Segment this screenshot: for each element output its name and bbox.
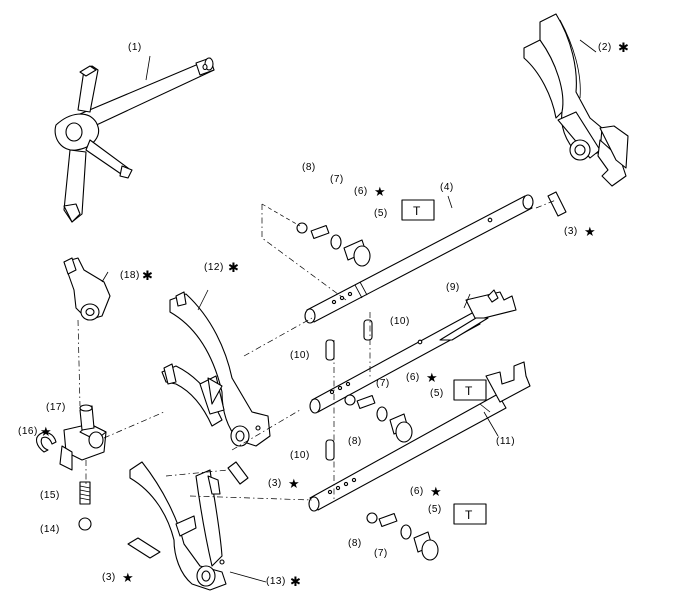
callout-3b: (3): [268, 478, 282, 489]
callout-12: (12): [204, 262, 224, 273]
detent-set-middle: [344, 394, 413, 443]
callout-4: (4): [440, 182, 454, 193]
callout-18-mark: ✱: [142, 268, 153, 283]
callout-11: (11): [496, 436, 515, 447]
callout-labels: (1) (2) ✱ (3) ★ (3) ★ (3) ★ (4) (5) (5) …: [18, 40, 629, 589]
callout-10a: (10): [390, 316, 410, 327]
callout-16-mark: ★: [40, 424, 52, 439]
callout-3a: (3): [564, 226, 578, 237]
callout-13: (13): [266, 576, 286, 587]
callout-5a: (5): [374, 208, 388, 219]
callout-13-mark: ✱: [290, 574, 301, 589]
callout-14: (14): [40, 524, 60, 535]
torque-box-2-label: T: [465, 384, 473, 398]
callout-7b: (7): [376, 378, 390, 389]
callout-7a: (7): [330, 174, 344, 185]
part-18-lever: [63, 257, 111, 321]
assembly-lines: [77, 199, 557, 501]
part-3-pin-lower: [127, 537, 161, 559]
callout-10c: (10): [290, 450, 310, 461]
part-16-snap-ring: [35, 431, 57, 453]
callout-8a: (8): [302, 162, 316, 173]
part-17-block: [59, 404, 107, 471]
torque-box-3-label: T: [465, 508, 473, 522]
callout-6c: (6): [410, 486, 424, 497]
callout-8b: (8): [348, 436, 362, 447]
callout-3c: (3): [102, 572, 116, 583]
callout-6a-mark: ★: [374, 184, 386, 199]
callout-10b: (10): [290, 350, 310, 361]
callout-18: (18): [120, 270, 140, 281]
callout-6c-mark: ★: [430, 484, 442, 499]
part-15-spring: [79, 481, 91, 505]
callout-3c-mark: ★: [122, 570, 134, 585]
callout-5c: (5): [428, 504, 442, 515]
callout-2-mark: ✱: [618, 40, 629, 55]
detent-set-upper: [296, 222, 371, 267]
callout-2: (2): [598, 42, 612, 53]
part-3-pin-middle: [227, 461, 249, 485]
part-11-shaft: [308, 361, 531, 512]
callout-17: (17): [46, 402, 66, 413]
part-10-pins: [325, 319, 373, 461]
part-13-shift-fork: [129, 461, 227, 591]
torque-box-1-label: T: [413, 204, 421, 218]
callout-1: (1): [128, 42, 142, 53]
torque-box-1: T: [401, 199, 435, 221]
callout-16: (16): [18, 426, 38, 437]
callout-15: (15): [40, 490, 60, 501]
callout-3b-mark: ★: [288, 476, 300, 491]
part-3-pin-upper: [547, 191, 567, 217]
part-1-shifter-arm: [54, 57, 215, 223]
callout-6b-mark: ★: [426, 370, 438, 385]
leader-lines: [101, 39, 597, 583]
torque-box-2: T: [453, 379, 487, 401]
callout-9: (9): [446, 282, 460, 293]
part-2-shift-fork: [523, 13, 629, 187]
part-12-shift-fork: [161, 291, 271, 447]
torque-box-3: T: [453, 503, 487, 525]
detent-set-lower: [366, 512, 439, 561]
callout-5b: (5): [430, 388, 444, 399]
callout-12-mark: ✱: [228, 260, 239, 275]
part-9-shaft: [309, 289, 517, 414]
callout-6a: (6): [354, 186, 368, 197]
callout-3a-mark: ★: [584, 224, 596, 239]
callout-7c: (7): [374, 548, 388, 559]
callout-6b: (6): [406, 372, 420, 383]
callout-8c: (8): [348, 538, 362, 549]
part-14-ball: [78, 517, 92, 531]
